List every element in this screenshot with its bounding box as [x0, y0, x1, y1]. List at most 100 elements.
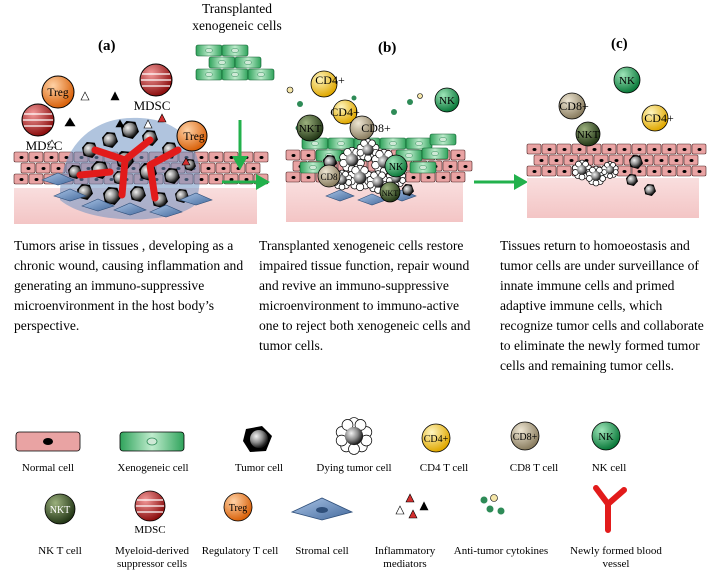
arrow-a-to-b-head — [256, 174, 270, 190]
cd8-t-cell: CD8 — [317, 164, 341, 188]
tumor-cell-icon — [243, 426, 272, 452]
arrow-b-to-c-head — [514, 174, 528, 190]
cytokines-icon — [480, 494, 505, 515]
legend-label-normal-cell: Normal cell — [21, 462, 75, 474]
tumor-cell — [627, 175, 637, 185]
cd4-t-cell-icon: CD4+ — [421, 423, 451, 453]
dying-tumor-cell — [353, 171, 367, 185]
svg-text:Treg: Treg — [229, 503, 248, 514]
nk-t-cell-label: NKT — [577, 129, 600, 141]
cd8-t-cell: CD8+ — [558, 92, 589, 120]
panel-a-tissue: Treg MDSC MDSC Treg — [13, 63, 269, 224]
legend-label-xenogeneic-cell: Xenogeneic cell — [117, 462, 189, 474]
svg-text:CD4+: CD4+ — [424, 434, 449, 445]
panel-b-description: Transplanted xenogeneic cells restore im… — [259, 238, 471, 353]
nk-t-cell: NKT — [379, 181, 401, 203]
arrows — [222, 120, 528, 190]
nk-cell-icon: NK — [591, 421, 621, 451]
cd4-t-cell-label: CD4+ — [330, 105, 360, 119]
dying-tumor-cell — [362, 144, 374, 156]
dying-tumor-cell — [372, 176, 384, 188]
panel-c-label: (c) — [611, 36, 628, 52]
nk-t-cell-label: NKT — [382, 189, 399, 198]
nk-t-cell-label: NKT — [299, 123, 322, 135]
panel-c-tissue — [526, 143, 707, 218]
tumor-cell — [165, 169, 179, 183]
tumor-mass — [41, 117, 213, 220]
xenogeneic-cell-icon — [119, 431, 185, 452]
svg-text:NKT: NKT — [50, 505, 71, 516]
legend-label-cd4-t-cell: CD4 T cell — [419, 462, 469, 474]
tissue-base — [527, 178, 699, 218]
panel-a-label: (a) — [98, 38, 116, 54]
legend-label-cytokines: Anti-tumor cytokines — [453, 545, 549, 557]
mdsc-cell-2: MDSC — [21, 103, 63, 153]
panel-b-label: (b) — [378, 40, 397, 56]
nk-cell-label: NK — [439, 95, 455, 107]
dying-tumor-cell — [344, 426, 364, 446]
mdsc-label: MDSC — [134, 98, 171, 113]
inflammatory-mediators — [47, 91, 191, 166]
cd4-t-cell-label: CD4+ — [644, 111, 674, 125]
cd8-t-cell-label: CD8+ — [361, 121, 391, 135]
legend-icons: CD4+ CD8+ NK NKT MDSC Treg — [15, 417, 627, 536]
nk-cell: NK — [434, 87, 460, 113]
dying-tumor-cell — [577, 165, 587, 175]
cd8-t-cell: CD8+ — [349, 115, 391, 141]
nk-t-cell-icon: NKT — [44, 493, 76, 525]
transplanted-xenogeneic-cells — [195, 44, 275, 81]
treg-label: Treg — [47, 87, 69, 99]
dying-tumor-cells — [572, 155, 656, 196]
treg-icon: Treg — [223, 492, 253, 522]
nk-t-cell: NKT — [296, 114, 324, 142]
tumor-cell — [103, 133, 117, 147]
panel-b-tissue — [285, 86, 473, 222]
dying-tumor-cell — [345, 153, 359, 167]
dying-tumor-cell — [591, 171, 601, 181]
svg-text:CD8+: CD8+ — [513, 432, 538, 443]
mdsc-icon: MDSC — [134, 490, 166, 536]
treg-cell: Treg — [41, 75, 75, 109]
cd4-t-cell: CD4+ — [310, 70, 345, 98]
down-arrow-head — [232, 156, 248, 170]
cd8-t-cell-label: CD8+ — [559, 99, 589, 113]
svg-text:NK: NK — [598, 432, 614, 443]
nk-cell: NK — [384, 154, 408, 178]
panel-a-description: Tumors arise in tissues , developing as … — [14, 238, 244, 333]
dying-tumor-cell — [605, 165, 615, 175]
legend-label-dying-tumor-cell: Dying tumor cell — [316, 462, 392, 474]
nk-t-cell: NKT — [575, 121, 601, 147]
tumor-cell — [403, 185, 413, 195]
mdsc-label-2: MDSC — [26, 138, 63, 153]
nk-cell-label: NK — [389, 162, 404, 173]
tumor-cell — [131, 187, 145, 201]
cd8-t-cell-icon: CD8+ — [510, 421, 540, 451]
treg-label-2: Treg — [183, 131, 205, 143]
panel-c-description: Tissues return to homoeostasis and tumor… — [500, 238, 704, 373]
legend-label-mdsc: Myeloid-derived suppressor cells — [115, 545, 189, 570]
cd4-t-cell: CD4+ — [330, 99, 360, 125]
immune-cells: CD4+ CD4+ NK NKT CD8+ CD8 NK NKT NK CD8+ NKT CD4+ — [296, 66, 674, 203]
tumor-cell — [83, 143, 97, 157]
normal-cell-icon — [15, 431, 81, 452]
dying-tumor-cells — [323, 138, 417, 206]
tumor-cell — [122, 122, 138, 138]
legend-label-blood-vessel: Newly formed blood vessel — [570, 545, 662, 570]
transplanted-cells-label: Transplanted xenogeneic cells — [192, 1, 282, 33]
stromal-cell-icon — [290, 497, 354, 521]
treg-cell-2: Treg — [176, 120, 208, 152]
blood-vessel-icon — [593, 485, 627, 533]
cd4-t-cell: CD4+ — [641, 104, 674, 132]
legend-label-inflammatory-mediators: Inflammatory mediators — [374, 545, 436, 570]
legend-label-tumor-cell: Tumor cell — [234, 462, 284, 474]
tumor-cell — [104, 188, 120, 204]
cd4-t-cell-label: CD4+ — [315, 73, 345, 87]
legend-label-stromal-cell: Stromal cell — [295, 545, 349, 557]
mdsc-cell: MDSC — [134, 63, 173, 113]
cd8-t-cell-label: CD8 — [320, 172, 338, 182]
blood-vessel-icon — [76, 136, 182, 202]
svg-text:MDSC: MDSC — [134, 524, 165, 536]
inflammatory-mediators-icon — [395, 493, 429, 519]
nk-cell-label: NK — [619, 75, 635, 87]
legend-label-treg: Regulatory T cell — [201, 545, 279, 557]
